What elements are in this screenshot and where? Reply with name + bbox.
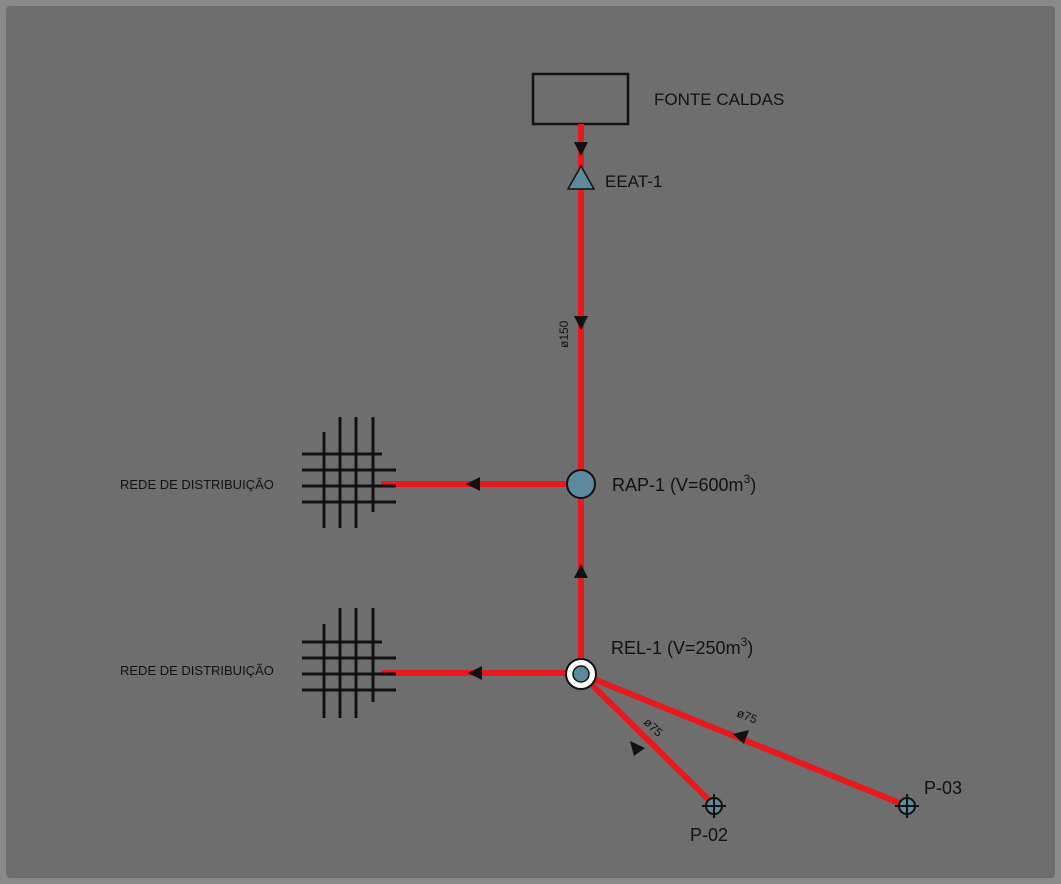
- well-p03-diameter: ø75: [735, 706, 760, 727]
- flow-arrow-icon: [574, 142, 588, 156]
- well-p03-icon: [895, 794, 919, 818]
- reservoir-rel1-label: REL-1 (V=250m3): [611, 635, 753, 658]
- reservoir-rap1-label: RAP-1 (V=600m3): [612, 472, 756, 495]
- flow-arrow-icon: [630, 741, 645, 756]
- network-2-label: REDE DE DISTRIBUIÇÃO: [120, 663, 274, 678]
- flow-arrow-icon: [733, 730, 749, 744]
- source-label: FONTE CALDAS: [654, 90, 784, 109]
- pump-station-icon: [566, 164, 596, 190]
- flow-arrow-icon: [466, 477, 480, 491]
- pump-station-label: EEAT-1: [605, 172, 662, 191]
- flow-arrow-icon: [574, 564, 588, 578]
- reservoir-rap1-icon: [566, 469, 596, 499]
- flow-arrow-icon: [468, 666, 482, 680]
- flow-arrow-icon: [574, 316, 588, 330]
- network-1-label: REDE DE DISTRIBUIÇÃO: [120, 477, 274, 492]
- well-p02-label: P-02: [690, 825, 728, 845]
- main-pipe-diameter: ø150: [557, 320, 571, 348]
- reservoir-rel1-icon: [572, 665, 590, 683]
- drawing-frame: [6, 6, 1055, 878]
- well-p02-pipe: [578, 671, 717, 808]
- distribution-grid-2-icon: [302, 608, 396, 718]
- well-p02-icon: [702, 794, 726, 818]
- source-box: [531, 72, 630, 126]
- distribution-grid-1-icon: [302, 417, 396, 528]
- well-p03-label: P-03: [924, 778, 962, 798]
